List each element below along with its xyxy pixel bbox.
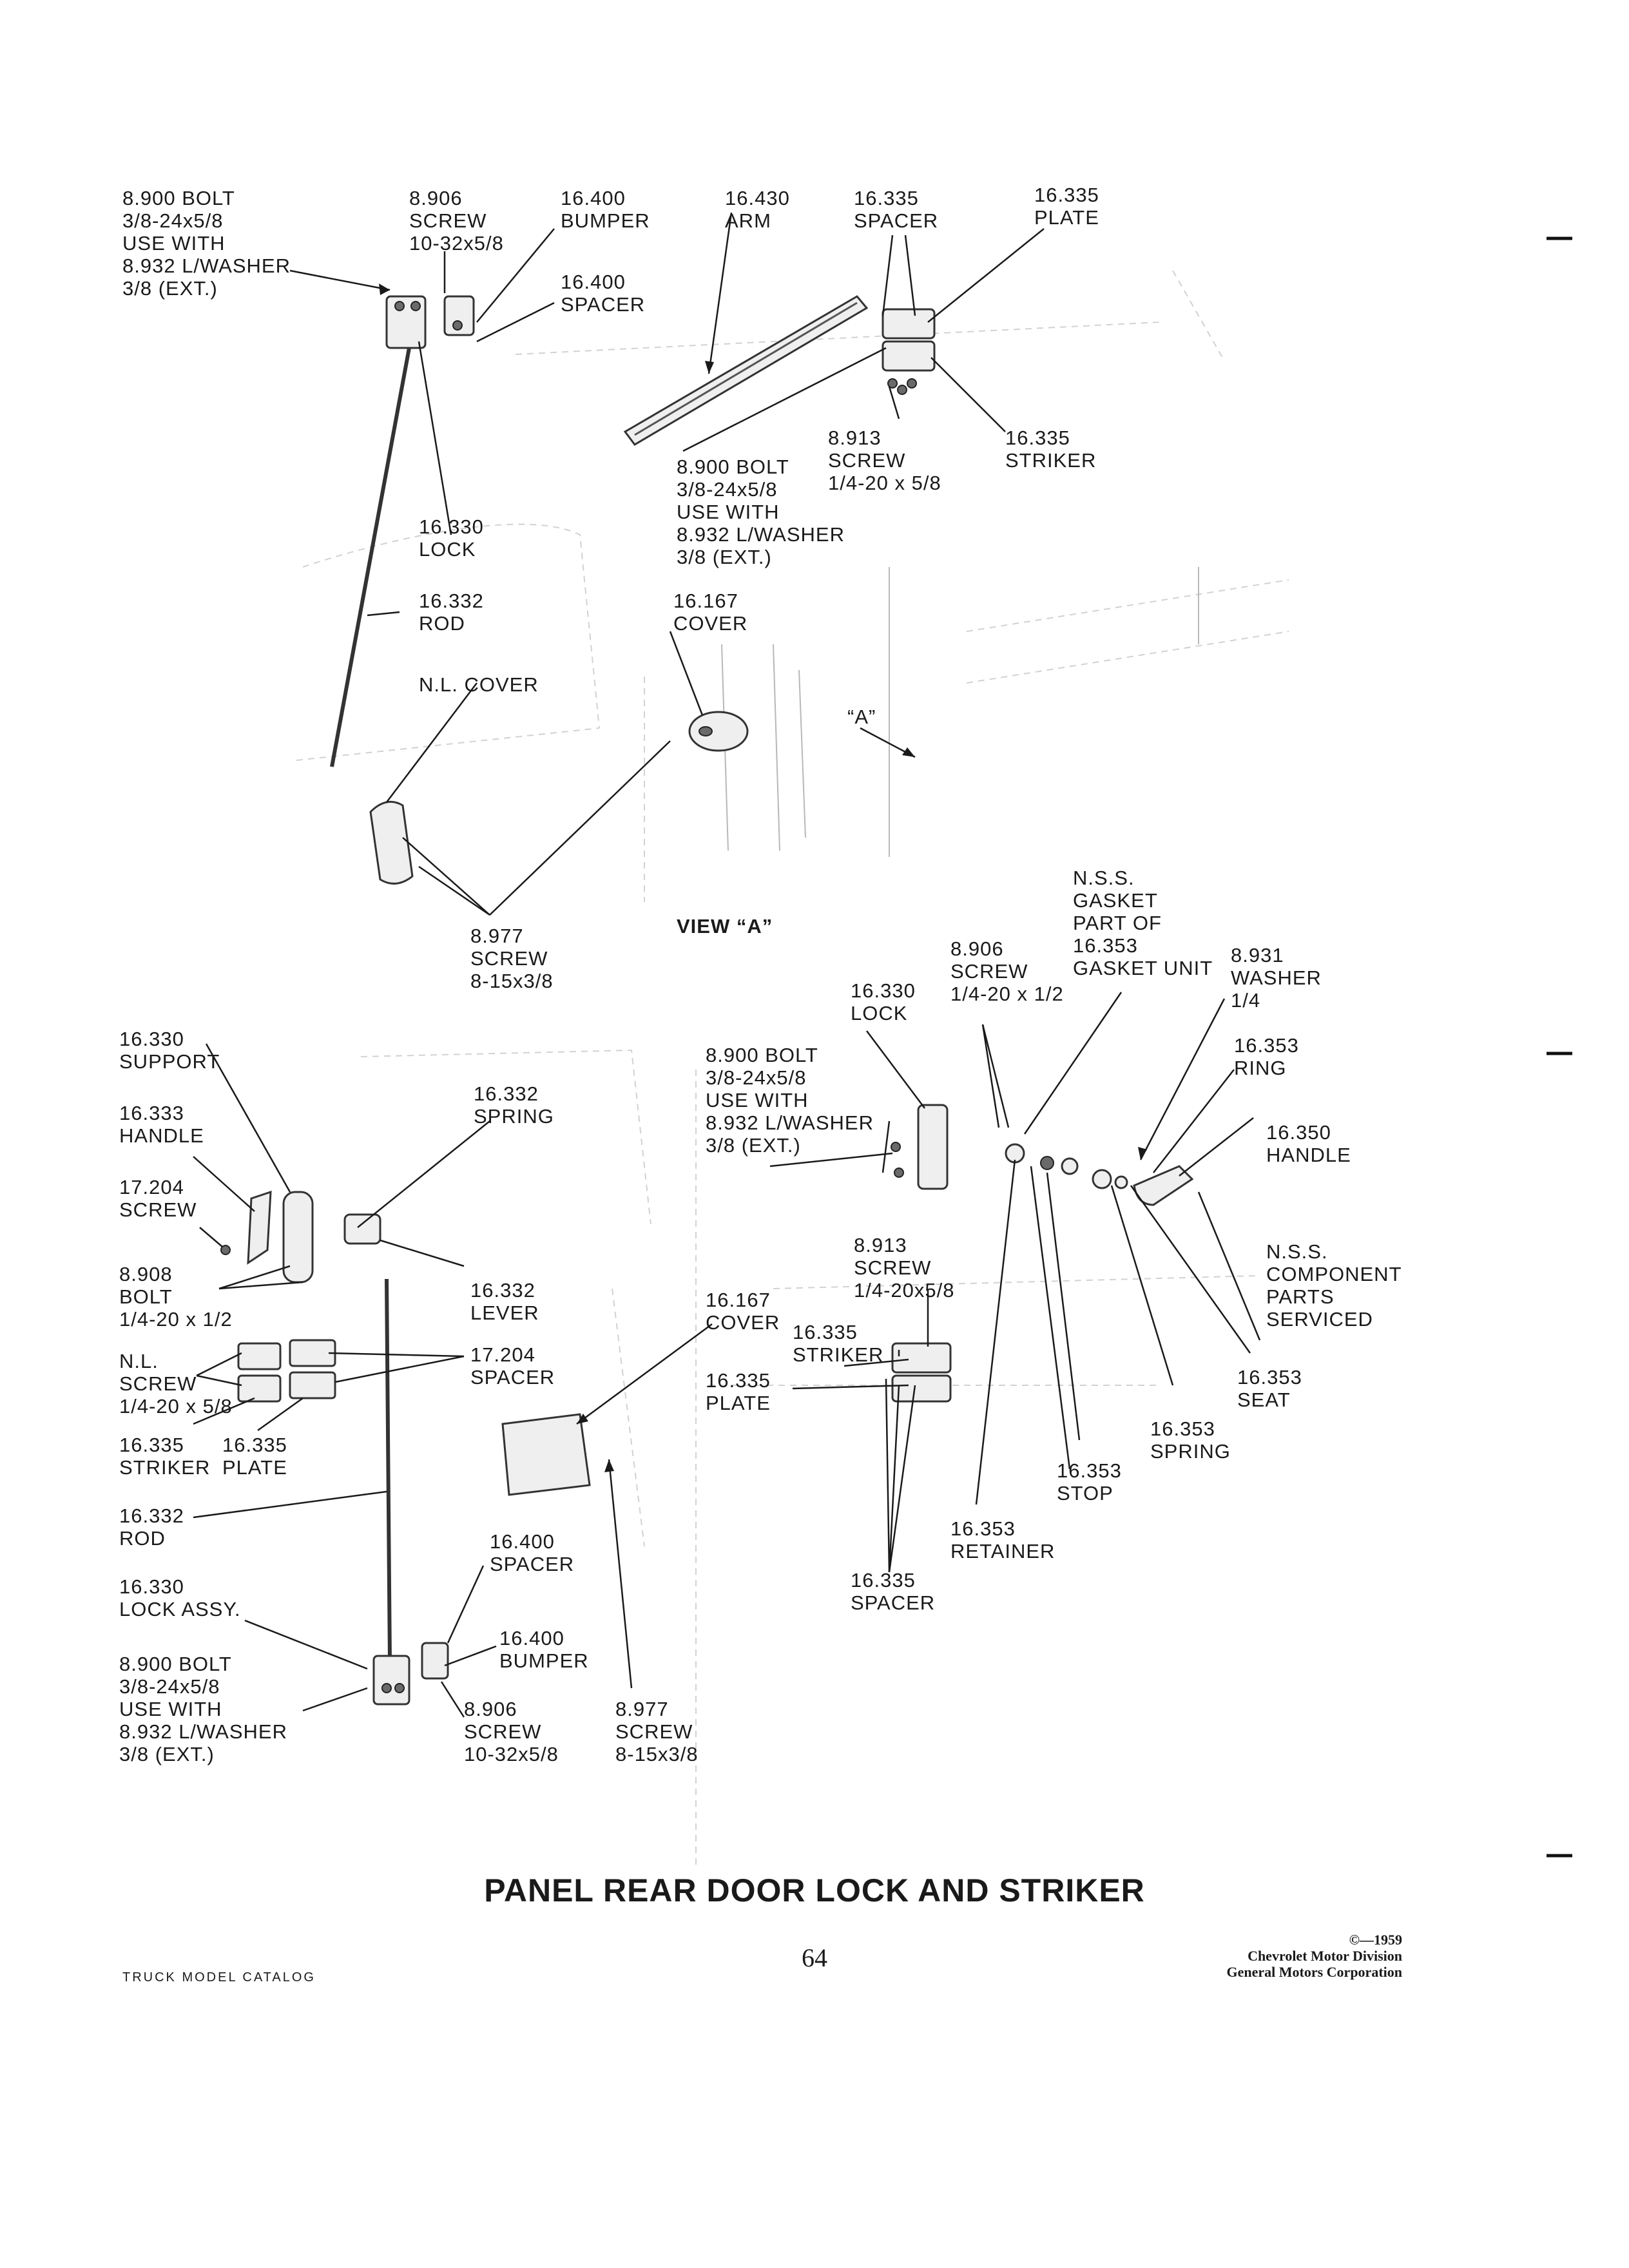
mid-cover-part <box>501 1413 591 1496</box>
label-spacer-400-low: 16.400 SPACER <box>490 1530 575 1575</box>
catalog-name: TRUCK MODEL CATALOG <box>122 1970 316 1984</box>
label-handle-350: 16.350 HANDLE <box>1266 1121 1351 1166</box>
label-spacer-335-top: 16.335 SPACER <box>854 187 939 232</box>
label-rod-332-low: 16.332 ROD <box>119 1504 184 1550</box>
label-striker-335-top: 16.335 STRIKER <box>1005 427 1097 472</box>
nl-cover-part <box>369 800 414 885</box>
label-screw-977-low: 8.977 SCREW 8-15x3/8 <box>615 1698 699 1765</box>
leader-arrowheads <box>379 284 1147 1472</box>
label-lock-assy-330: 16.330 LOCK ASSY. <box>119 1575 241 1620</box>
top-striker-assembly <box>882 308 936 395</box>
page-number: 64 <box>802 1943 827 1972</box>
label-lock-330-top: 16.330 LOCK <box>419 515 484 561</box>
label-plate-335-low: 16.335 PLATE <box>222 1434 287 1479</box>
label-screw-977-mid: 8.977 SCREW 8-15x3/8 <box>470 925 554 992</box>
label-striker-335-mid: 16.335 STRIKER <box>793 1321 884 1366</box>
label-screw-913-top: 8.913 SCREW 1/4-20 x 5/8 <box>828 427 941 494</box>
label-nl-screw: N.L. SCREW 1/4-20 x 5/8 <box>119 1350 233 1418</box>
label-screw-906-mid: 8.906 SCREW 1/4-20 x 1/2 <box>950 937 1064 1005</box>
label-view-a-callout: “A” <box>847 706 876 728</box>
label-ring-353: 16.353 RING <box>1234 1034 1299 1079</box>
label-cover-167-top: 16.167 COVER <box>673 590 748 635</box>
label-screw-913-mid: 8.913 SCREW 1/4-20x5/8 <box>854 1234 955 1302</box>
right-handle-assembly <box>1005 1143 1194 1206</box>
label-lever-332: 16.332 LEVER <box>470 1279 539 1324</box>
arm-part <box>623 295 869 446</box>
label-cover-167-mid: 16.167 COVER <box>706 1289 780 1334</box>
label-washer-931: 8.931 WASHER 1/4 <box>1231 944 1322 1012</box>
lower-striker-plates <box>237 1339 336 1403</box>
label-spacer-335-low: 16.335 SPACER <box>851 1569 936 1614</box>
lower-rod <box>385 1278 392 1663</box>
top-rod <box>330 347 411 767</box>
copyright-division: Chevrolet Motor Division <box>1248 1948 1402 1964</box>
label-nss-component: N.S.S. COMPONENT PARTS SERVICED <box>1266 1240 1402 1331</box>
label-bolt-mid-right: 8.900 BOLT 3/8-24x5/8 USE WITH 8.932 L/W… <box>706 1044 874 1157</box>
label-spacer-204: 17.204 SPACER <box>470 1343 555 1389</box>
label-bolt-908: 8.908 BOLT 1/4-20 x 1/2 <box>119 1263 233 1331</box>
label-spring-332: 16.332 SPRING <box>474 1082 554 1128</box>
margin-ticks <box>1547 236 1572 1858</box>
right-lock-assembly <box>891 1104 949 1190</box>
label-nss-gasket: N.S.S. GASKET PART OF 16.353 GASKET UNIT <box>1073 867 1213 979</box>
label-screw-204: 17.204 SCREW <box>119 1176 197 1221</box>
label-bolt-top-middle: 8.900 BOLT 3/8-24x5/8 USE WITH 8.932 L/W… <box>677 456 845 568</box>
label-bumper-400-low: 16.400 BUMPER <box>499 1627 589 1672</box>
leader-lines <box>193 212 1261 1718</box>
label-arm-430: 16.430 ARM <box>725 187 790 232</box>
copyright-block: ©—1959 Chevrolet Motor Division General … <box>1227 1932 1403 1980</box>
label-plate-335-mid: 16.335 PLATE <box>706 1369 771 1414</box>
label-screw-906-top: 8.906 SCREW 10-32x5/8 <box>409 187 504 255</box>
label-bumper-400-top: 16.400 BUMPER <box>561 187 650 232</box>
mid-striker-assembly <box>891 1342 952 1403</box>
label-striker-335-low: 16.335 STRIKER <box>119 1434 211 1479</box>
label-rod-332-top: 16.332 ROD <box>419 590 484 635</box>
label-view-a: VIEW “A” <box>677 915 773 937</box>
label-spacer-400-top: 16.400 SPACER <box>561 271 646 316</box>
label-nl-cover: N.L. COVER <box>419 673 539 696</box>
lower-lock-assembly <box>372 1642 449 1706</box>
label-bolt-bottom-left: 8.900 BOLT 3/8-24x5/8 USE WITH 8.932 L/W… <box>119 1653 287 1765</box>
lower-handle-assembly <box>220 1190 381 1283</box>
view-a-cover-part <box>688 711 749 752</box>
label-lock-330-mid: 16.330 LOCK <box>851 979 916 1024</box>
label-support-330: 16.330 SUPPORT <box>119 1028 220 1073</box>
copyright-corporation: General Motors Corporation <box>1226 1964 1403 1980</box>
label-seat-353: 16.353 SEAT <box>1237 1366 1302 1411</box>
label-screw-906-low: 8.906 SCREW 10-32x5/8 <box>464 1698 559 1765</box>
label-plate-335-top: 16.335 PLATE <box>1034 184 1099 229</box>
top-lock-assembly <box>385 295 475 349</box>
copyright-year: ©—1959 <box>1349 1932 1402 1948</box>
label-retainer-353: 16.353 RETAINER <box>950 1517 1055 1562</box>
page-title: PANEL REAR DOOR LOCK AND STRIKER <box>484 1872 1145 1908</box>
label-bolt-top-left: 8.900 BOLT 3/8-24x5/8 USE WITH 8.932 L/W… <box>122 187 291 300</box>
label-stop-353: 16.353 STOP <box>1057 1459 1122 1504</box>
label-handle-333: 16.333 HANDLE <box>119 1102 204 1147</box>
label-spring-353: 16.353 SPRING <box>1150 1418 1231 1463</box>
